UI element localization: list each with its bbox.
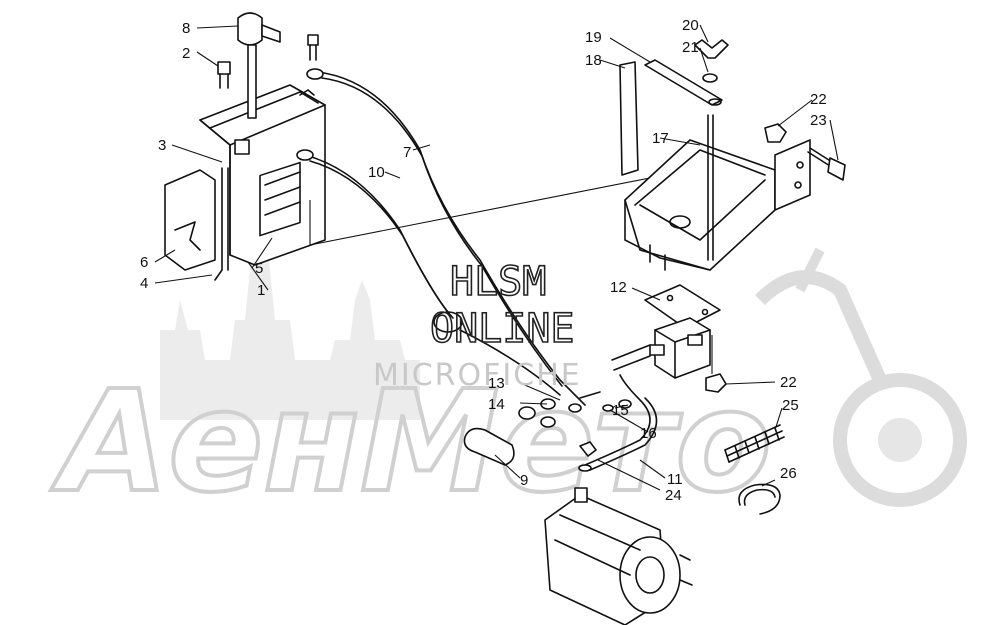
- callout-18: 18: [585, 52, 602, 69]
- terminal-cap: [237, 12, 281, 119]
- screw-2: [217, 61, 231, 89]
- watermark-line-hlsm: HLSM: [450, 259, 546, 305]
- watermark-city-silhouette: [160, 200, 420, 420]
- callout-6: 6: [140, 254, 148, 271]
- nut-22-top: [764, 123, 787, 143]
- strap: [619, 61, 639, 176]
- battery-bracket: [164, 169, 216, 271]
- callout-10: 10: [368, 164, 385, 181]
- callout-19: 19: [585, 29, 602, 46]
- solenoid: [611, 317, 711, 379]
- watermark-line-online: ONLINE: [430, 306, 575, 352]
- hold-down-bracket: [644, 59, 723, 106]
- callout-1: 1: [257, 282, 265, 299]
- top-bolt: [307, 34, 319, 61]
- watermark-motorcycle-silhouette: [755, 247, 967, 507]
- nut-22-bottom: [705, 373, 727, 393]
- callout-4: 4: [140, 275, 148, 292]
- vent-tube: [214, 167, 223, 281]
- callout-22-bottom: 22: [780, 374, 797, 391]
- callout-9: 9: [520, 472, 528, 489]
- bolt-23: [807, 147, 846, 181]
- terminal-boot: [234, 139, 250, 155]
- circlip: [738, 483, 781, 515]
- watermark-brand: АенМето: [50, 361, 772, 524]
- callout-5: 5: [255, 260, 263, 277]
- hold-down-rod: [707, 114, 714, 261]
- spring: [724, 424, 785, 463]
- battery-tray: [624, 139, 811, 271]
- callout-20: 20: [682, 17, 699, 34]
- callout-labels: 8 2 3 6 4 5 1 7 10 9 11 12 13 14 15 16 1…: [140, 17, 827, 504]
- callout-14: 14: [488, 396, 505, 413]
- cable-7: [317, 71, 586, 406]
- washer-21: [702, 73, 718, 83]
- callout-24: 24: [665, 487, 682, 504]
- terminal-boot-9: [463, 427, 515, 466]
- callout-8: 8: [182, 20, 190, 37]
- starter-motor: [544, 487, 693, 625]
- callout-23: 23: [810, 112, 827, 129]
- callout-15: 15: [612, 402, 629, 419]
- callout-12: 12: [610, 279, 627, 296]
- callout-22-top: 22: [810, 91, 827, 108]
- callout-26: 26: [780, 465, 797, 482]
- callout-11: 11: [667, 471, 683, 488]
- callout-3: 3: [158, 137, 166, 154]
- hardware-group: [518, 391, 632, 428]
- leader-lines: [154, 24, 839, 491]
- callout-25: 25: [782, 397, 799, 414]
- solenoid-plate: [644, 284, 721, 329]
- wing-nut: [694, 39, 729, 59]
- watermark-text: HLSM ONLINE MICROFICHE: [373, 258, 582, 393]
- callout-13: 13: [488, 375, 505, 392]
- callout-17: 17: [652, 130, 669, 147]
- callout-16: 16: [640, 425, 657, 442]
- guide-line: [309, 174, 666, 246]
- cable-11: [584, 374, 651, 466]
- battery: [199, 84, 326, 266]
- callout-21: 21: [682, 39, 699, 56]
- callout-2: 2: [182, 45, 190, 62]
- watermark-line-microfiche: MICROFICHE: [373, 358, 582, 393]
- callout-7: 7: [403, 144, 411, 161]
